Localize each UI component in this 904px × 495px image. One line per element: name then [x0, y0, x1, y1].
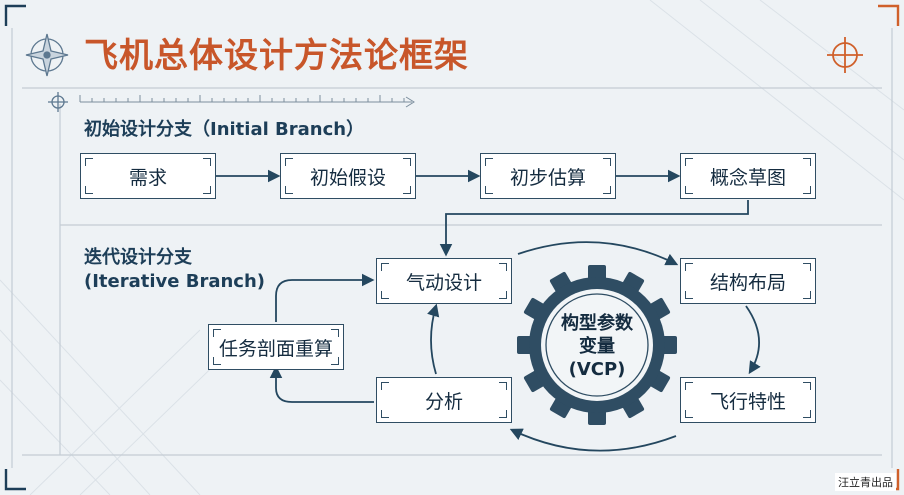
- node-mission-profile-recalc-label: 任务剖面重算: [218, 337, 333, 360]
- gear-label-line3: (VCP): [568, 359, 626, 380]
- node-concept-sketch: 概念草图: [680, 153, 816, 199]
- gear-label: 构型参数 变量 (VCP): [532, 312, 662, 381]
- page-title: 飞机总体设计方法论框架: [84, 36, 469, 76]
- node-preliminary-estimate: 初步估算: [480, 153, 616, 199]
- arrow-flight-to-analysis: [509, 428, 677, 452]
- arrow-analysis-to-aero: [427, 303, 440, 375]
- node-aero-design-label: 气动设计: [405, 271, 482, 294]
- ruler: [79, 95, 415, 108]
- crosshair-icon: [827, 37, 863, 73]
- frame-lines: [11, 28, 893, 468]
- node-analysis: 分析: [376, 377, 512, 423]
- node-analysis-label: 分析: [424, 390, 463, 413]
- node-flight-characteristics-label: 飞行特性: [709, 390, 786, 413]
- node-requirements: 需求: [80, 153, 216, 199]
- node-flight-characteristics: 飞行特性: [680, 377, 816, 423]
- corner-brackets: [4, 4, 900, 491]
- iterative-branch-label-line1: 迭代设计分支: [84, 247, 192, 268]
- node-mission-profile-recalc: 任务剖面重算: [208, 324, 344, 370]
- small-crosshair-icon: [48, 92, 68, 112]
- watermark: 汪立青出品: [835, 473, 896, 491]
- node-structure-layout-label: 结构布局: [709, 271, 786, 294]
- gear-label-line2: 变量: [579, 336, 615, 357]
- iterative-branch-label-line2: (Iterative Branch): [84, 271, 266, 292]
- initial-branch-label: 初始设计分支（Initial Branch）: [84, 119, 365, 140]
- node-preliminary-estimate-label: 初步估算: [509, 166, 586, 189]
- compass-rose-icon: [25, 33, 69, 77]
- gear-label-line1: 构型参数: [561, 313, 633, 334]
- arrow-mission-to-aero: [275, 273, 375, 322]
- arrow-structure-to-flight: [745, 305, 761, 375]
- node-structure-layout: 结构布局: [680, 258, 816, 304]
- node-requirements-label: 需求: [128, 166, 167, 189]
- node-initial-assumption: 初始假设: [280, 153, 416, 199]
- arrow-sketch-to-aero: [439, 200, 749, 257]
- node-initial-assumption-label: 初始假设: [309, 166, 386, 189]
- node-aero-design: 气动设计: [376, 258, 512, 304]
- gear-icon: [517, 265, 677, 425]
- arrow-analysis-to-mission: [269, 365, 374, 403]
- iterative-branch-label: 迭代设计分支 (Iterative Branch): [84, 246, 265, 294]
- node-concept-sketch-label: 概念草图: [709, 166, 786, 189]
- arrow-aero-to-structure: [517, 241, 679, 266]
